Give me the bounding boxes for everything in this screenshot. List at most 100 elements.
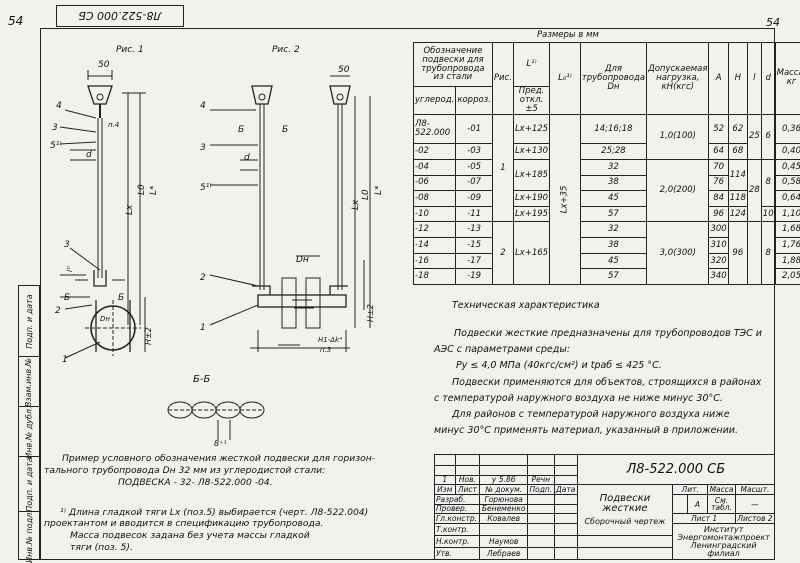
fig1-label-1: 1: [62, 355, 68, 365]
cell-mass: 1,76: [774, 237, 800, 254]
tb-person: Лебраев: [479, 547, 529, 560]
cell-mass: 1,10: [774, 205, 800, 223]
tb-sheet: Лист 1: [672, 513, 736, 525]
cell-pipe: 57: [579, 205, 648, 223]
table-cell: [527, 464, 555, 476]
fig2-label-1: 1: [200, 323, 206, 333]
cell-H: 124: [727, 205, 748, 223]
cell-H: 114: [727, 159, 748, 192]
tb-role: Утв.: [433, 547, 481, 560]
strip-cell: Инв.№ подл.: [19, 510, 39, 562]
cell-mass: 0,45: [774, 159, 800, 176]
cell-corr: -05: [455, 159, 493, 176]
tb-scale: Масшт.: [734, 484, 776, 496]
left-strip: Подп. и дата Взам.инв.№ Инв.№ дубл. Подп…: [18, 285, 40, 562]
table-cell: [527, 513, 555, 525]
table-cell: [553, 547, 578, 560]
footnote-line3: Масса подвесок задана без учета массы гл…: [70, 530, 310, 541]
th-A: A: [708, 42, 729, 115]
footnote-line4: тяги (поз. 5).: [70, 542, 133, 553]
fig2-Dn: Dн: [296, 255, 309, 265]
table-cell: [553, 523, 578, 537]
tb-code: Л8-522.000 СБ: [576, 453, 776, 486]
fig2-B-right: Б: [282, 125, 288, 135]
table-cell: [576, 547, 674, 560]
figure-1-drawing: [59, 70, 146, 359]
fig2-Lstar: L*: [374, 185, 384, 195]
fig2-label-3: 3: [200, 143, 206, 153]
th-carbon: углерод.: [412, 86, 457, 115]
example-line2: тального трубопровода Dн 32 мм из углеро…: [44, 465, 326, 476]
cell-carbon: -02: [412, 143, 457, 161]
cell-carbon: Л8-522.000: [412, 113, 457, 145]
drawing-frame: [40, 28, 775, 560]
cell-corr: -15: [455, 237, 493, 254]
th-mass: Масса, кг: [774, 42, 800, 115]
tb-person: Ковалев: [479, 513, 529, 525]
cell-H: 62: [727, 113, 748, 145]
th-L: L¹⁾: [512, 42, 551, 87]
cell-pipe: 38: [579, 174, 648, 192]
fig1-Lx: Lx: [125, 204, 135, 215]
table-cell: [553, 535, 578, 549]
cell-load: 1,0(100): [646, 113, 710, 161]
table-cell: [479, 523, 529, 537]
fig1-label-3: 3: [52, 123, 58, 133]
tb-role: Т.контр.: [433, 523, 481, 537]
cell-L: Lx+185: [512, 159, 551, 192]
cell-corr: -17: [455, 252, 493, 270]
cell-A: 76: [708, 174, 729, 192]
cell-A: 96: [708, 205, 729, 223]
fig1-p4: п.4: [108, 121, 119, 129]
tech-p1: Подвески жесткие предназначены для трубо…: [454, 328, 762, 339]
fig1-d: d: [86, 150, 92, 160]
fig2-weld: H1-Δk⁴: [318, 336, 342, 344]
cell-mass: 0,40: [774, 143, 800, 161]
example-line3: ПОДВЕСКА - 32- Л8-522.000 -04.: [118, 477, 273, 488]
th-l: l: [746, 42, 762, 115]
fig1-L0: L0: [137, 184, 147, 195]
tb-list-val: Нов.: [454, 474, 481, 486]
cell-carbon: -18: [412, 268, 457, 285]
cell-L: Lx+190: [512, 190, 551, 207]
cell-L: Lx+195: [512, 205, 551, 223]
title-block: Л8-522.000 СБ 1 Нов. у 5.86 Речн Изм Лис…: [433, 453, 776, 560]
tb-role: Разраб.: [433, 494, 481, 505]
table-cell: [527, 494, 555, 505]
th-d: d: [760, 42, 776, 115]
cell-d: 8: [760, 159, 776, 207]
table-cell: [527, 535, 555, 549]
cell-carbon: -08: [412, 190, 457, 207]
table-cell: [527, 547, 555, 560]
cell-mass: 0,36: [774, 113, 800, 145]
strip-cell: Инв.№ дубл.: [19, 406, 39, 458]
tb-head: Дата: [553, 484, 578, 496]
cell-carbon: -12: [412, 221, 457, 239]
tb-person: Бенеменко: [479, 503, 529, 515]
table-cell: [434, 464, 456, 476]
fig2-title: Рис. 2: [272, 45, 300, 55]
fig1-Hpm2: H±2: [144, 327, 153, 345]
table-cell: [434, 454, 456, 466]
cell-mass: 1,88: [774, 252, 800, 270]
tech-p3b: с температурой наружного воздуха не ниже…: [434, 393, 723, 404]
tb-sheets: Листов 2: [734, 513, 776, 525]
tb-head: № докум.: [479, 484, 529, 496]
section-title: Б-Б: [193, 374, 210, 385]
cell-A: 52: [708, 113, 729, 145]
cell-corr: -07: [455, 174, 493, 192]
fig2-label-2: 2: [200, 273, 206, 283]
table-cell: [479, 464, 529, 476]
cell-d: 6: [760, 113, 776, 161]
cell-L: Lx+130: [512, 143, 551, 161]
table-cell: [527, 454, 555, 466]
cell-A: 340: [708, 268, 729, 285]
fig1-B-left: Б: [64, 293, 70, 303]
fig2-A: A: [295, 0, 302, 3]
tech-p1b: АЭС с параметрами среды:: [434, 344, 571, 355]
fig1-B-right: Б: [118, 293, 124, 303]
